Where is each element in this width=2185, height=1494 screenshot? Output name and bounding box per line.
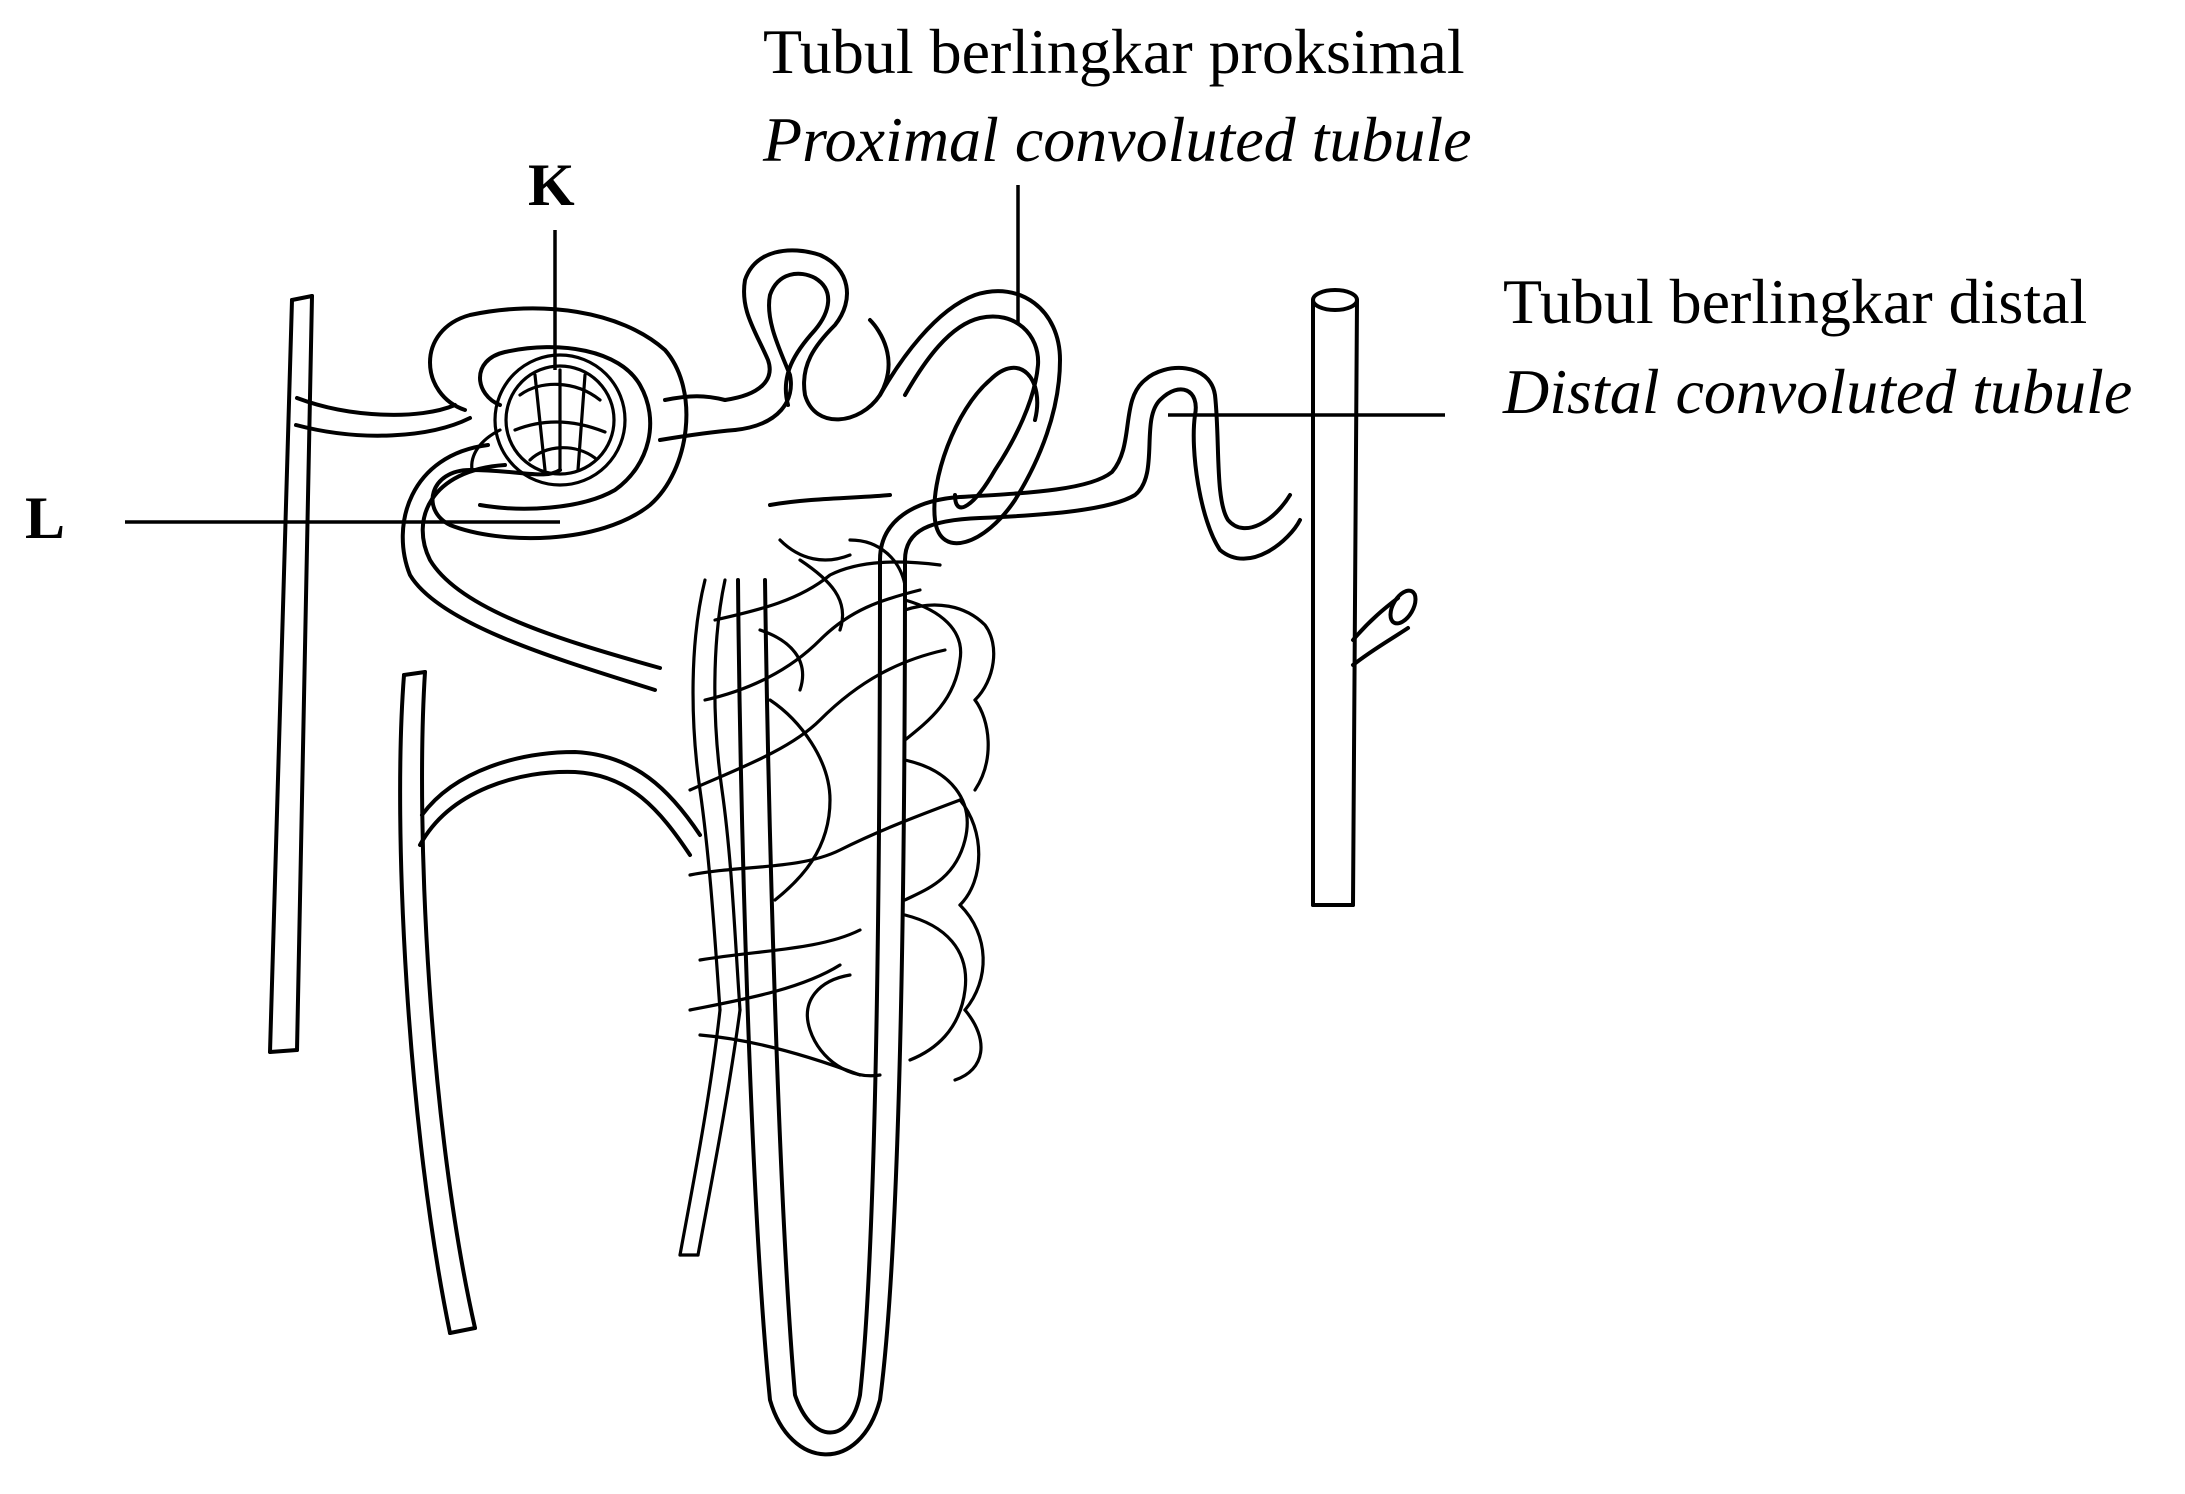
distal-label-malay: Tubul berlingkar distal <box>1503 270 2087 334</box>
proximal-label-malay: Tubul berlingkar proksimal <box>763 20 1465 84</box>
peritubular-capillaries <box>680 540 994 1255</box>
left-vessel <box>270 296 470 1052</box>
collecting-duct <box>1313 290 1421 905</box>
label-k: K <box>528 155 575 215</box>
lower-left-vessel <box>400 672 700 1333</box>
proximal-label-english: Proximal convoluted tubule <box>763 108 1472 172</box>
loop-of-henle <box>738 560 905 1454</box>
proximal-tubule <box>725 250 1060 543</box>
distal-label-english: Distal convoluted tubule <box>1503 360 2132 424</box>
label-l: L <box>25 488 65 548</box>
